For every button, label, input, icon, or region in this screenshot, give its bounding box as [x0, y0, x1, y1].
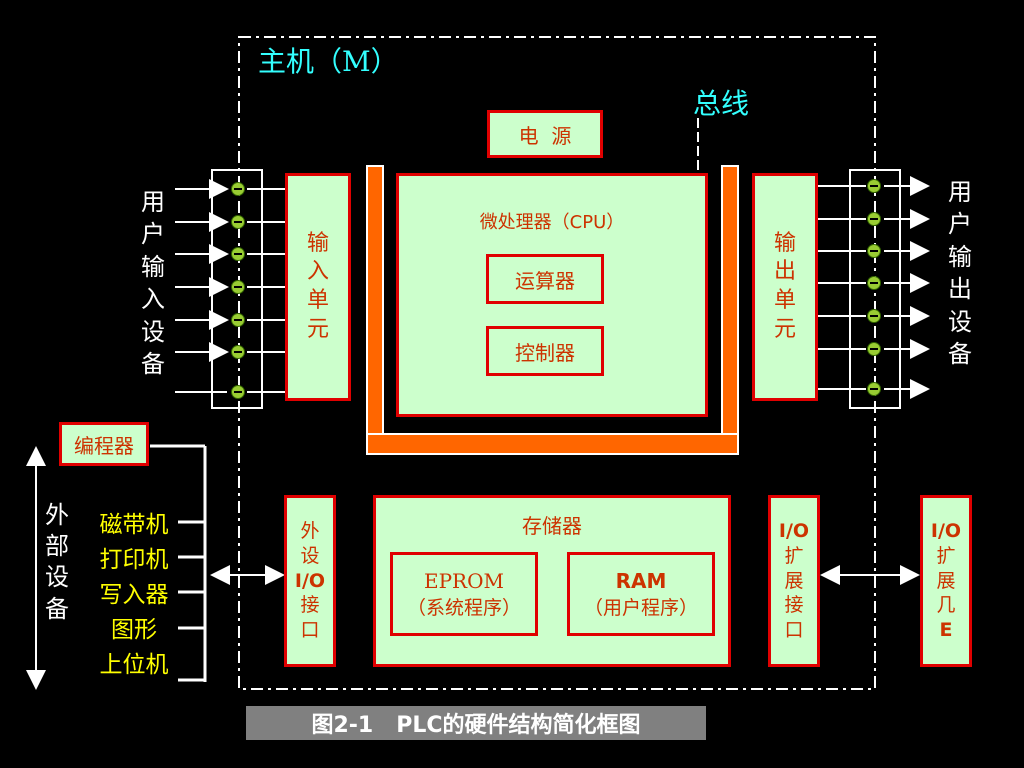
- label-char: 接: [784, 594, 804, 617]
- device-item: 磁带机: [99, 512, 169, 538]
- peripheral-io-box: 外 设 I/O 接 口: [284, 495, 336, 667]
- output-arrows: [818, 176, 930, 399]
- controller-box: 控制器: [486, 326, 604, 376]
- eprom-desc: （系统程序）: [406, 596, 521, 619]
- cpu-title: 微处理器（CPU）: [479, 212, 625, 233]
- bus-bottom-bar: [366, 433, 739, 455]
- terminal-icon: [867, 309, 881, 323]
- label-char: 设: [300, 544, 320, 567]
- label-char: 接: [300, 594, 320, 617]
- label-char: 用: [141, 188, 165, 216]
- programmer-label: 编程器: [74, 433, 134, 458]
- ram-box: RAM （用户程序）: [567, 552, 715, 636]
- terminal-icon: [231, 345, 245, 359]
- ram-desc: （用户程序）: [583, 596, 698, 619]
- terminal-icon: [867, 342, 881, 356]
- figure-caption: 图2-1 PLC的硬件结构简化框图: [311, 713, 641, 738]
- label-char: 备: [45, 594, 69, 623]
- device-item: 上位机: [99, 652, 169, 678]
- label-char: 扩: [784, 544, 804, 567]
- terminal-icon: [867, 382, 881, 396]
- terminal-icon: [231, 215, 245, 229]
- external-devices-label: 外 部 设 备: [40, 500, 74, 625]
- terminal-icon: [867, 244, 881, 258]
- host-label: 主机（M）: [258, 45, 399, 78]
- output-terminal-block: [849, 169, 901, 409]
- external-device-bracket: [150, 444, 207, 682]
- label-char: 几: [936, 594, 956, 617]
- output-unit-box: 输 出 单 元: [752, 173, 818, 401]
- label-char: 出: [948, 275, 972, 304]
- label-char: 设: [45, 563, 69, 592]
- host-border: [238, 36, 876, 690]
- label-char: 外: [45, 501, 69, 529]
- label-char: I/O: [930, 520, 962, 543]
- alu-label: 运算器: [515, 268, 575, 293]
- input-unit-box: 输 入 单 元: [285, 173, 351, 401]
- eprom-name: EPROM: [424, 568, 504, 593]
- label-char: 入: [141, 285, 165, 314]
- label-char: 户: [141, 220, 165, 249]
- output-unit-char: 单: [773, 288, 796, 313]
- io-expansion-unit-box: I/O 扩 展 几 E: [920, 495, 972, 667]
- label-char: 用: [948, 178, 972, 206]
- eprom-box: EPROM （系统程序）: [390, 552, 538, 636]
- label-char: 设: [948, 307, 972, 336]
- label-char: 口: [784, 619, 804, 642]
- label-char: 备: [141, 349, 165, 378]
- label-char: I/O: [778, 520, 810, 543]
- input-arrows: [175, 179, 287, 393]
- device-item: 图形: [111, 617, 157, 643]
- label-char: 展: [784, 569, 804, 592]
- label-char: 部: [45, 532, 69, 561]
- figure-caption-box: 图2-1 PLC的硬件结构简化框图: [246, 706, 706, 740]
- terminal-icon: [231, 280, 245, 294]
- label-char: E: [939, 619, 953, 642]
- terminal-icon: [231, 182, 245, 196]
- label-char: 扩: [936, 544, 956, 567]
- label-char: 户: [948, 210, 972, 239]
- label-char: 外: [300, 520, 320, 543]
- user-input-device-label: 用 户 输 入 设 备: [133, 186, 173, 380]
- label-char: 展: [936, 569, 956, 592]
- input-unit-char: 单: [306, 288, 329, 313]
- io-expansion-interface-box: I/O 扩 展 接 口: [768, 495, 820, 667]
- power-box: 电 源: [487, 110, 603, 158]
- bus-left-bar: [366, 165, 384, 455]
- device-item: 打印机: [99, 547, 169, 573]
- terminal-icon: [867, 179, 881, 193]
- output-unit-char: 出: [773, 259, 796, 285]
- memory-title: 存储器: [522, 514, 582, 538]
- terminal-icon: [231, 313, 245, 327]
- output-unit-char: 元: [773, 316, 796, 342]
- label-char: 输: [948, 242, 972, 271]
- bus-label: 总线: [693, 87, 750, 120]
- terminal-icon: [231, 385, 245, 399]
- terminal-icon: [231, 247, 245, 261]
- user-output-device-label: 用 户 输 出 设 备: [940, 176, 980, 370]
- label-char: 备: [948, 339, 972, 368]
- label-char: I/O: [294, 569, 326, 592]
- bus-right-bar: [721, 165, 739, 455]
- label-char: 输: [141, 252, 165, 281]
- ram-name: RAM: [615, 568, 667, 593]
- output-unit-char: 输: [773, 230, 796, 256]
- alu-box: 运算器: [486, 254, 604, 304]
- label-char: 口: [300, 619, 320, 642]
- device-item: 写入器: [99, 582, 169, 608]
- terminal-icon: [867, 276, 881, 290]
- terminal-icon: [867, 212, 881, 226]
- controller-label: 控制器: [515, 340, 575, 365]
- power-label: 电 源: [518, 123, 572, 148]
- input-unit-char: 入: [306, 259, 329, 285]
- input-unit-char: 输: [306, 230, 329, 256]
- label-char: 设: [141, 317, 165, 346]
- external-device-list: 磁带机 打印机 写入器 图形 上位机: [88, 508, 180, 683]
- input-unit-char: 元: [306, 316, 329, 342]
- programmer-box: 编程器: [59, 422, 149, 466]
